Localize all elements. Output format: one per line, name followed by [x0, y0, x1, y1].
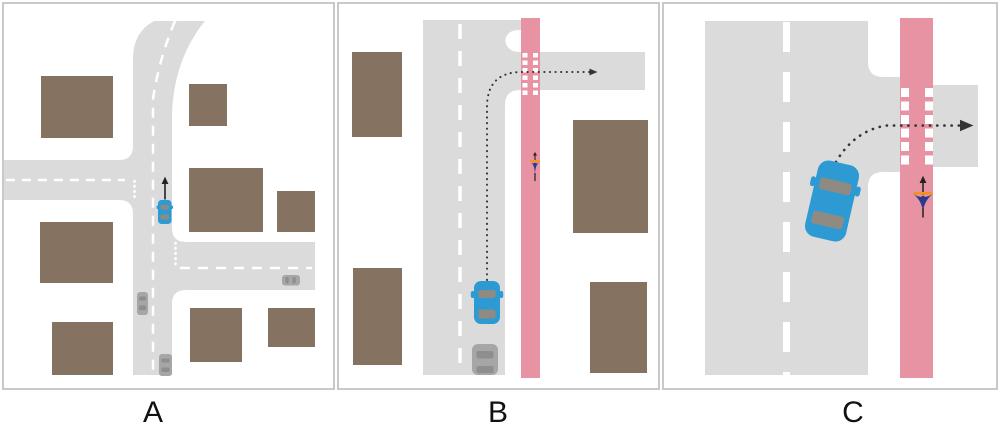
cyclist-icon [913, 175, 933, 218]
trajectory-arrow [486, 68, 598, 281]
building [573, 120, 648, 233]
panel-c [662, 2, 998, 390]
building [590, 282, 647, 373]
building [352, 52, 402, 137]
cyclist-icon [530, 152, 540, 181]
ego-car [156, 200, 173, 224]
lane-markings [6, 20, 312, 375]
trajectory-arrow [834, 119, 974, 164]
other-car [472, 344, 498, 375]
panel-a-canvas [4, 20, 315, 376]
panel-b-canvas [352, 18, 648, 378]
roads [4, 21, 315, 375]
panel-label-b: B [487, 396, 508, 429]
other-car [282, 275, 300, 286]
top-road-stub [505, 20, 521, 30]
buildings [40, 76, 315, 375]
buildings [352, 52, 648, 373]
panel-label-c: C [842, 396, 864, 429]
heading-arrow [161, 176, 169, 200]
building [52, 322, 113, 375]
ego-car [470, 281, 504, 324]
building [268, 308, 315, 347]
bike-lane [521, 18, 540, 378]
intersection [868, 77, 900, 172]
building [40, 222, 113, 283]
vertical-road [133, 21, 205, 375]
other-car [159, 354, 172, 376]
ego-car [804, 160, 861, 242]
other-car [137, 292, 148, 315]
building [353, 268, 402, 365]
panel-c-canvas [705, 18, 978, 378]
building [189, 168, 263, 232]
building [189, 84, 227, 126]
panel-label-a: A [142, 396, 163, 429]
panel-b [337, 2, 660, 390]
building [277, 191, 315, 232]
building [41, 76, 113, 138]
building [190, 308, 242, 362]
panel-a [2, 2, 335, 390]
